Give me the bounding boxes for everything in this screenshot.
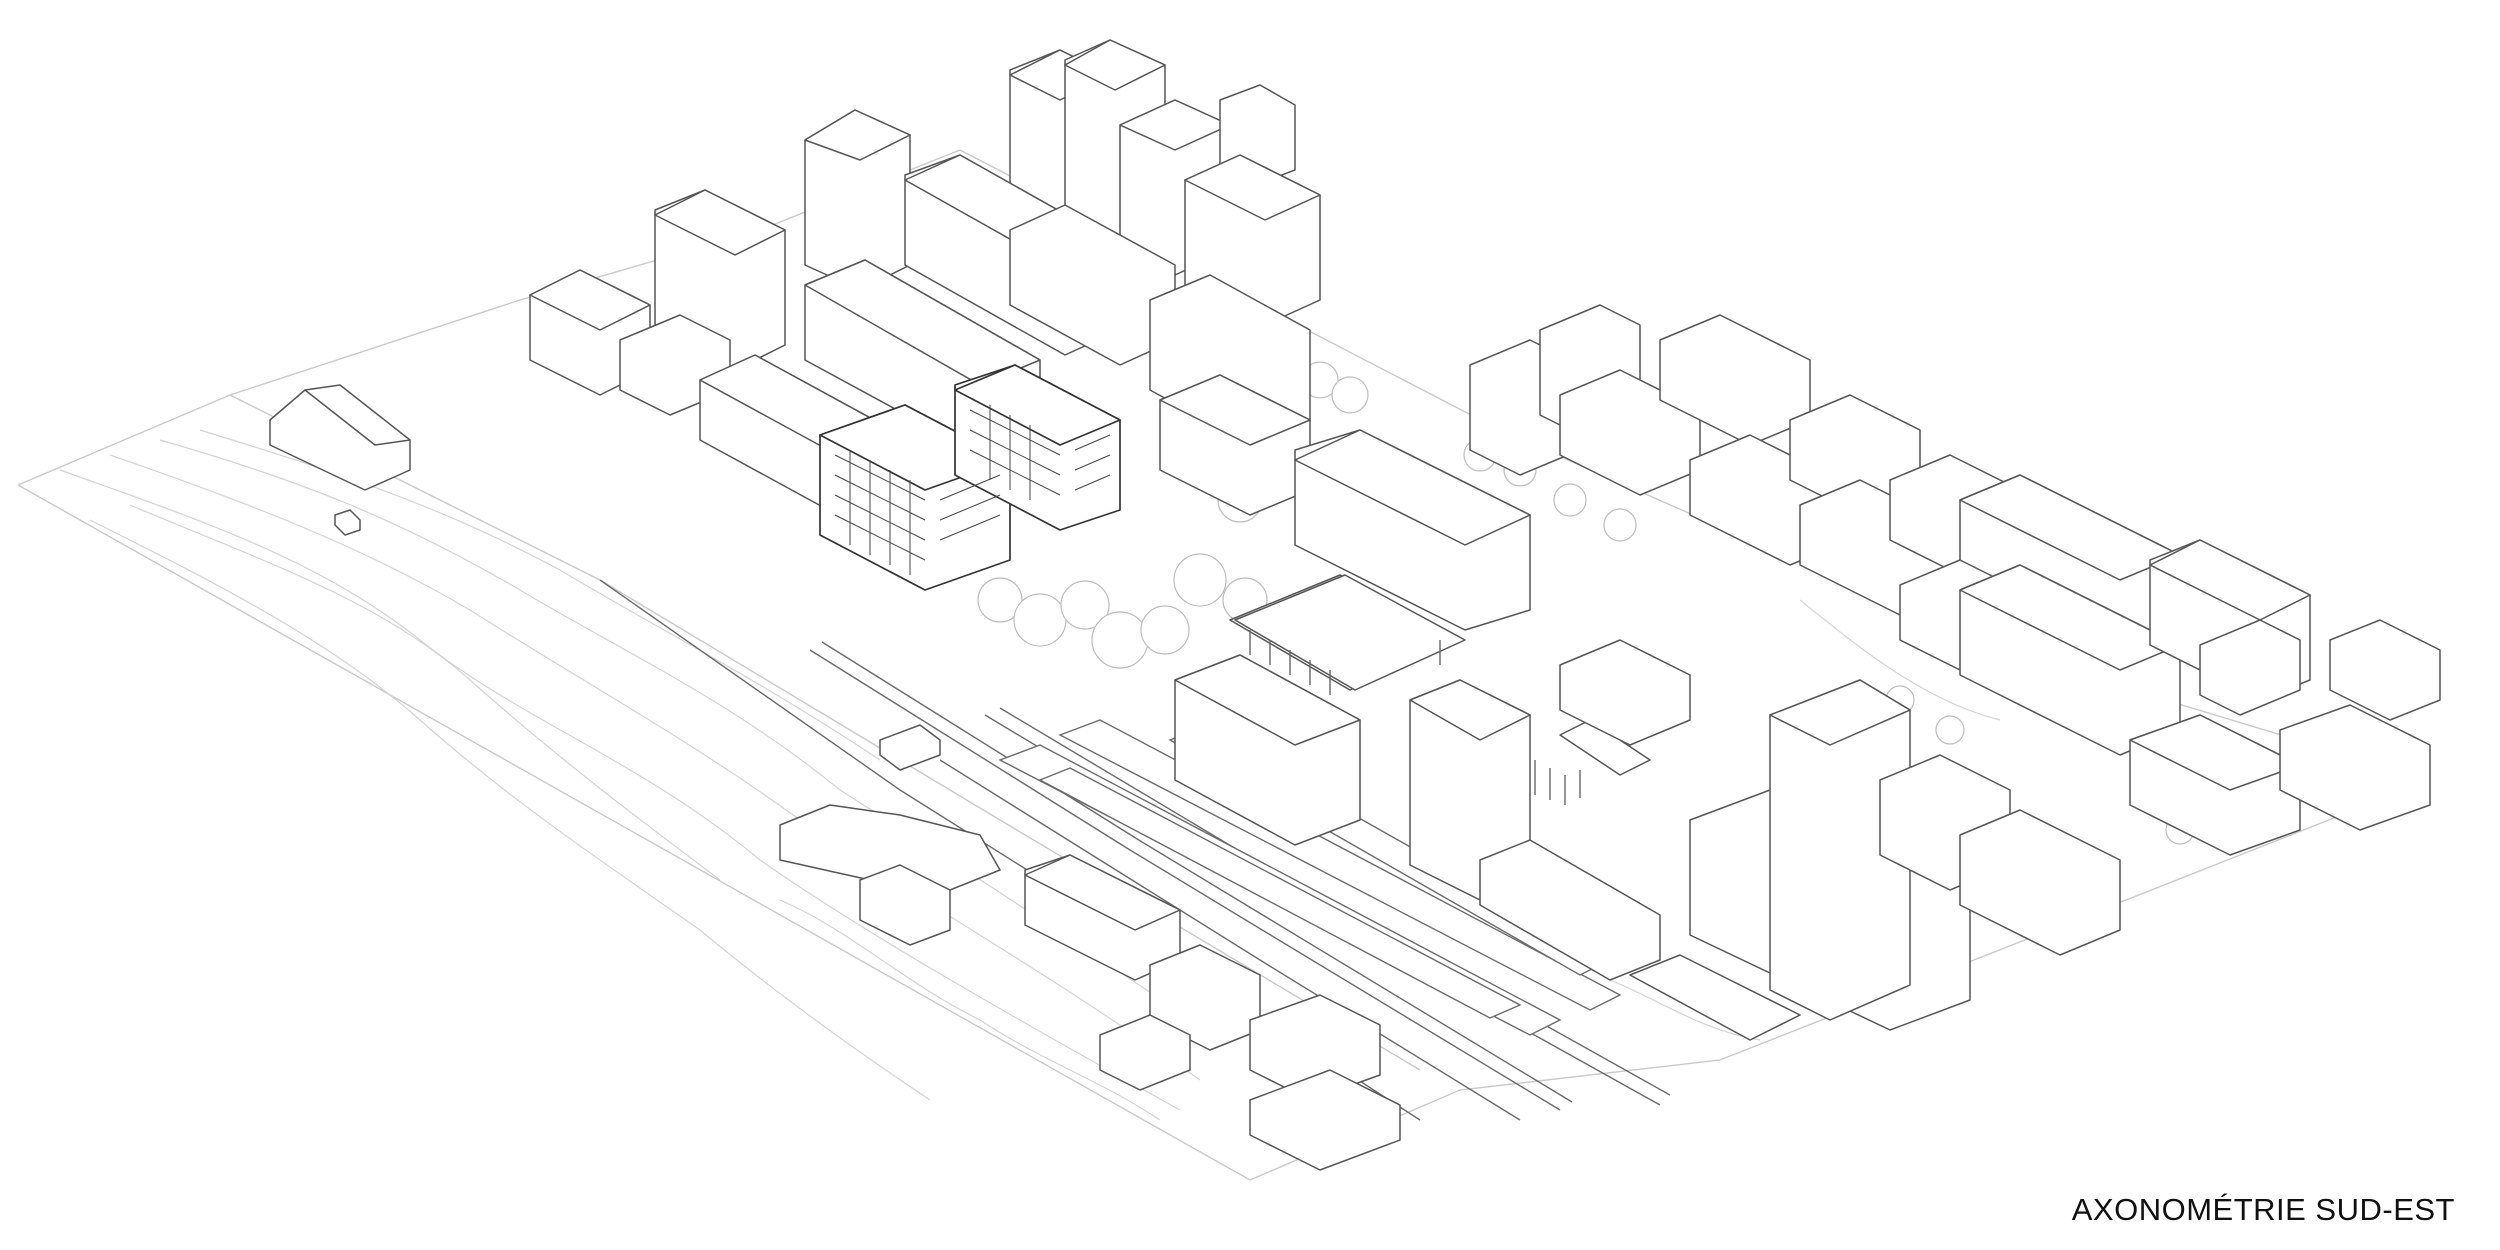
tower — [1629, 679, 1971, 1041]
project-building — [819, 364, 1121, 591]
building-block — [1469, 304, 2441, 956]
drawing-caption: AXONOMÉTRIE SUD-EST — [2071, 1192, 2455, 1227]
building-block — [779, 724, 1401, 1171]
house — [269, 384, 411, 536]
station-canopy — [1234, 574, 1581, 805]
terrain-contours — [59, 429, 2001, 1121]
buildings — [269, 39, 2441, 1171]
